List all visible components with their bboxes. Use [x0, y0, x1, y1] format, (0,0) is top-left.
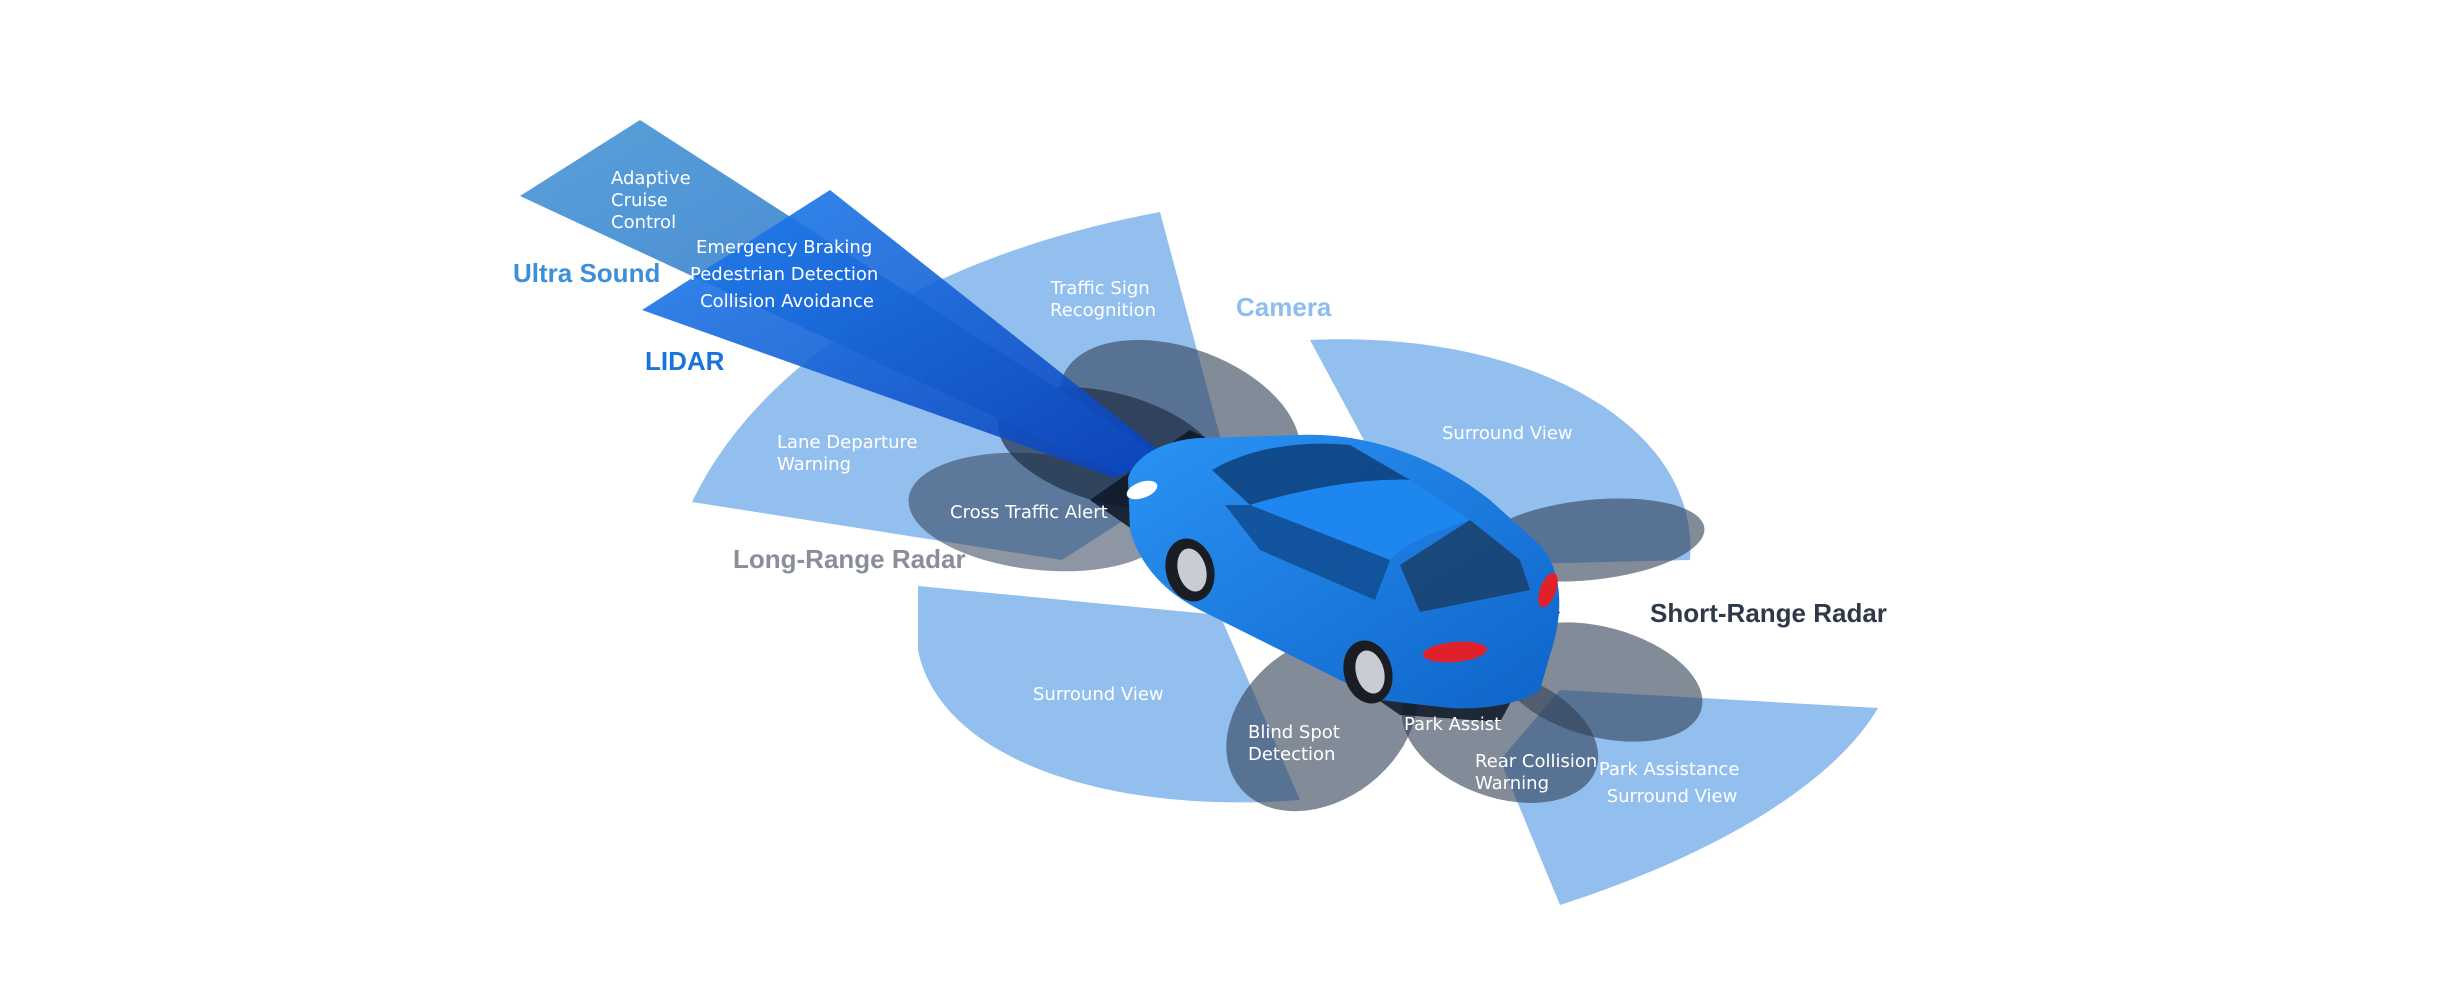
car-side-window — [1225, 505, 1390, 600]
car — [1126, 434, 1560, 709]
category-camera: Camera — [1236, 292, 1332, 322]
label-lane-departure-warning: Lane Departure Warning — [777, 432, 923, 475]
category-long-range-radar: Long-Range Radar — [733, 544, 966, 574]
label-lidar-functions: Emergency Braking Pedestrian Detection C… — [690, 237, 884, 312]
category-ultra-sound: Ultra Sound — [513, 258, 660, 288]
label-park-assistance-surround-view: Park Assistance Surround View — [1599, 759, 1745, 807]
car-windshield — [1212, 443, 1410, 505]
car-roof — [1250, 479, 1470, 560]
label-rear-collision-warning: Rear Collision Warning — [1475, 751, 1603, 794]
rear-wheel — [1343, 640, 1393, 704]
car-rear-window — [1400, 520, 1530, 612]
category-lidar: LIDAR — [645, 346, 725, 376]
headlight — [1126, 480, 1158, 500]
front-wheel — [1165, 538, 1215, 602]
label-surround-view-front: Surround View — [1442, 423, 1573, 444]
label-blind-spot-detection: Blind Spot Detection — [1248, 722, 1346, 765]
label-adaptive-cruise-control: Adaptive Cruise Control — [611, 168, 696, 233]
label-traffic-sign-recognition: Traffic Sign Recognition — [1050, 278, 1156, 321]
taillight-side — [1538, 572, 1558, 608]
taillight — [1423, 641, 1487, 663]
label-surround-view-rear: Surround View — [1033, 684, 1164, 705]
category-short-range-radar: Short-Range Radar — [1650, 598, 1887, 628]
surround-view-left-zone — [918, 586, 1300, 803]
label-cross-traffic-alert: Cross Traffic Alert — [950, 502, 1108, 523]
lidar-beam — [642, 190, 1165, 478]
label-park-assist: Park Assist — [1404, 714, 1501, 735]
